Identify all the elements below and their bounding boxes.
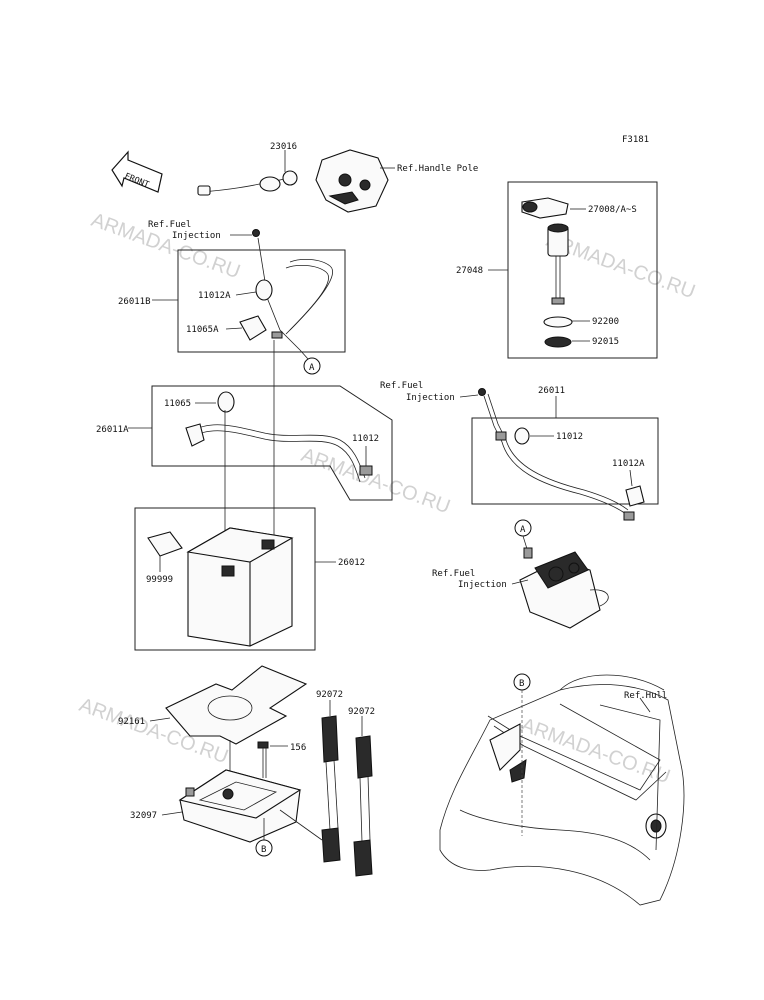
label-11012A-right: 11012A (612, 459, 645, 469)
part-92072-strap-a (321, 700, 341, 863)
nut-icon-2 (478, 388, 486, 396)
label-11012A-top: 11012A (198, 291, 231, 301)
label-27048: 27048 (456, 266, 483, 276)
label-ref-fuel-2b: Injection (406, 393, 455, 403)
label-23016: 23016 (270, 142, 297, 152)
label-11012-right: 11012 (556, 432, 583, 442)
callout-a-1 (303, 357, 321, 375)
label-ref-fuel-1b: Injection (172, 231, 221, 241)
figure-code: F3181 (622, 135, 649, 145)
label-ref-fuel-2a: Ref.Fuel (380, 381, 423, 391)
part-32097-battery-tray (178, 769, 323, 843)
label-32097: 32097 (130, 811, 157, 821)
assembly-26011A (128, 385, 393, 501)
bolt-156-icon (257, 741, 269, 778)
starter-relay (519, 547, 609, 629)
assembly-26012-battery (134, 507, 336, 651)
label-92200: 92200 (592, 317, 619, 327)
label-92072-b: 92072 (348, 707, 375, 717)
label-11012-left: 11012 (352, 434, 379, 444)
label-ref-fuel-1a: Ref.Fuel (148, 220, 191, 230)
label-26012: 26012 (338, 558, 365, 568)
part-92072-strap-b (353, 716, 373, 877)
front-arrow-icon: FRONT (111, 150, 163, 193)
label-92161: 92161 (118, 717, 145, 727)
label-26011B: 26011B (118, 297, 151, 307)
handle-pole-assembly (315, 149, 395, 213)
assembly-26011 (471, 393, 659, 521)
label-156: 156 (290, 743, 306, 753)
label-ref-fuel-3a: Ref.Fuel (432, 569, 475, 579)
part-92161-pad (165, 665, 308, 745)
label-ref-handle-pole: Ref.Handle Pole (397, 164, 478, 174)
callout-a-1-label: A (309, 363, 315, 373)
label-26011: 26011 (538, 386, 565, 396)
watermark-5: ARMADA-CO.RU (518, 714, 673, 788)
assembly-26011B (152, 237, 346, 353)
hull-section (439, 674, 685, 906)
label-26011A: 26011A (96, 425, 129, 435)
part-23016-harness (197, 150, 298, 196)
assembly-27048-key-switch (488, 181, 658, 359)
label-ref-fuel-3b: Injection (458, 580, 507, 590)
label-99999: 99999 (146, 575, 173, 585)
nut-icon (252, 229, 260, 237)
label-ref-hull: Ref.Hull (624, 691, 667, 701)
callout-a-2-label: A (520, 525, 526, 535)
label-27008: 27008/A~S (588, 205, 637, 215)
callout-b-1-label: B (261, 845, 266, 855)
watermark-group: ARMADA-CO.RU ARMADA-CO.RU ARMADA-CO.RU A… (76, 209, 698, 788)
label-11065: 11065 (164, 399, 191, 409)
label-92072-a: 92072 (316, 690, 343, 700)
callout-b-1 (255, 839, 273, 857)
watermark-3: ARMADA-CO.RU (298, 444, 453, 518)
label-92015: 92015 (592, 337, 619, 347)
label-11065A: 11065A (186, 325, 219, 335)
callout-b-2-label: B (519, 679, 524, 689)
